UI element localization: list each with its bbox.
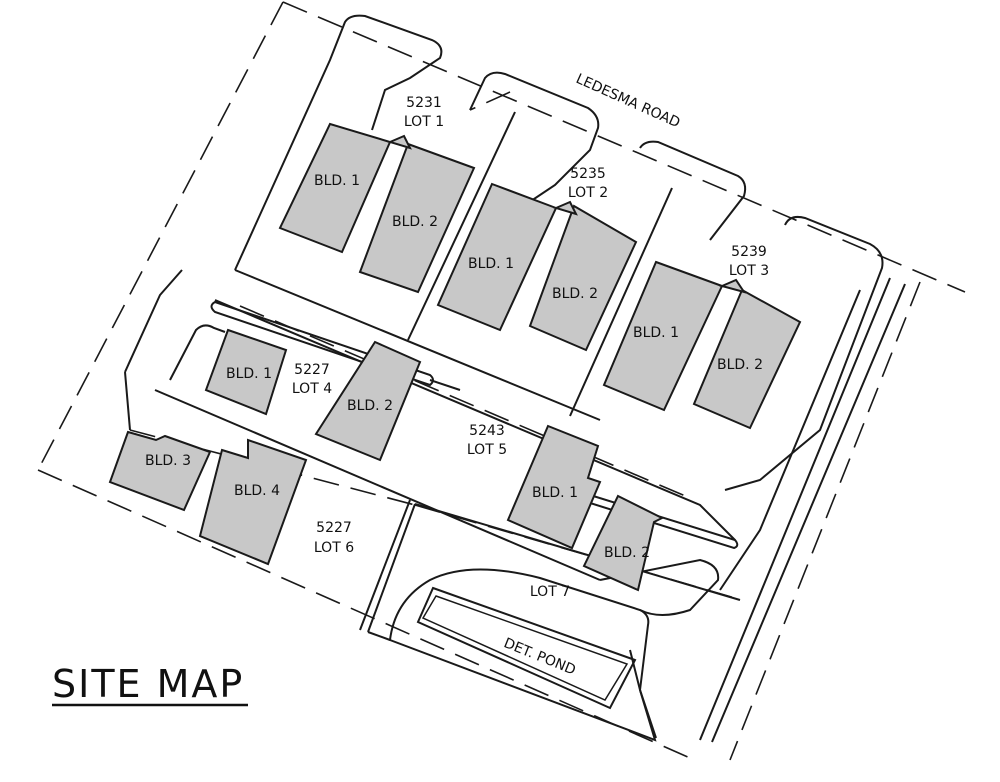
- lot-1-number: 5231: [406, 95, 442, 111]
- lot-6-label: LOT 6: [314, 540, 354, 556]
- lot-1-bldg-2[interactable]: [358, 142, 476, 294]
- lot-4-label: LOT 4: [292, 381, 332, 397]
- lot-5-bldg-1-label: BLD. 1: [532, 485, 578, 501]
- lot-6-bldg-4-label: BLD. 4: [234, 483, 280, 499]
- lot-6-bldg-3[interactable]: [108, 430, 212, 512]
- lot-3-bldg-1-label: BLD. 1: [633, 325, 679, 341]
- road-label: LEDESMA ROAD: [573, 71, 682, 131]
- lot-1-label: LOT 1: [404, 114, 444, 130]
- lot-4: BLD. 1 BLD. 2 5227 LOT 4: [204, 328, 422, 462]
- lot-1-bldg-1[interactable]: [278, 122, 392, 254]
- lot-3-bldg-2-label: BLD. 2: [717, 357, 763, 373]
- lot-6-bldg-4[interactable]: [198, 438, 308, 566]
- lot-4-bldg-2-label: BLD. 2: [347, 398, 393, 414]
- lot-3-bldg-1[interactable]: [602, 260, 724, 412]
- lot-4-number: 5227: [294, 362, 330, 378]
- lot-6-number: 5227: [316, 520, 352, 536]
- site-outlines: [124, 14, 906, 743]
- lot-3: BLD. 1 BLD. 2 5239 LOT 3: [602, 244, 802, 430]
- lot-4-bldg-1-label: BLD. 1: [226, 366, 272, 382]
- lot-2-bldg-2-label: BLD. 2: [552, 286, 598, 302]
- lot-2-bldg-1[interactable]: [436, 182, 558, 332]
- lot-3-bldg-2[interactable]: [692, 288, 802, 430]
- lot-5-bldg-2-label: BLD. 2: [604, 545, 650, 561]
- lot-1-bldg-1-label: BLD. 1: [314, 173, 360, 189]
- lot-7-label: LOT 7: [530, 584, 570, 600]
- lot-1: BLD. 1 BLD. 2 5231 LOT 1: [278, 95, 476, 294]
- lot-5: BLD. 1 BLD. 2 5243 LOT 5: [467, 423, 665, 592]
- lot-5-bldg-2[interactable]: [582, 494, 665, 592]
- lot-2-bldg-1-label: BLD. 1: [468, 256, 514, 272]
- lot-2: BLD. 1 BLD. 2 5235 LOT 2: [436, 166, 638, 352]
- lot-3-label: LOT 3: [729, 263, 769, 279]
- lot-4-bldg-1[interactable]: [204, 328, 288, 416]
- lot-5-bldg-1[interactable]: [506, 424, 602, 550]
- lot-2-label: LOT 2: [568, 185, 608, 201]
- lot-4-bldg-2[interactable]: [314, 340, 422, 462]
- lot-6-bldg-3-label: BLD. 3: [145, 453, 191, 469]
- detention-pond: [388, 568, 657, 742]
- lot-2-number: 5235: [570, 166, 606, 182]
- property-lines: [37, 1, 966, 761]
- lot-5-number: 5243: [469, 423, 505, 439]
- lot-3-number: 5239: [731, 244, 767, 260]
- lot-2-bldg-2[interactable]: [528, 204, 638, 352]
- lot-5-label: LOT 5: [467, 442, 507, 458]
- map-title: SITE MAP: [52, 662, 244, 706]
- lot-6: BLD. 3 BLD. 4 5227 LOT 6: [108, 430, 354, 566]
- lot-1-bldg-2-label: BLD. 2: [392, 214, 438, 230]
